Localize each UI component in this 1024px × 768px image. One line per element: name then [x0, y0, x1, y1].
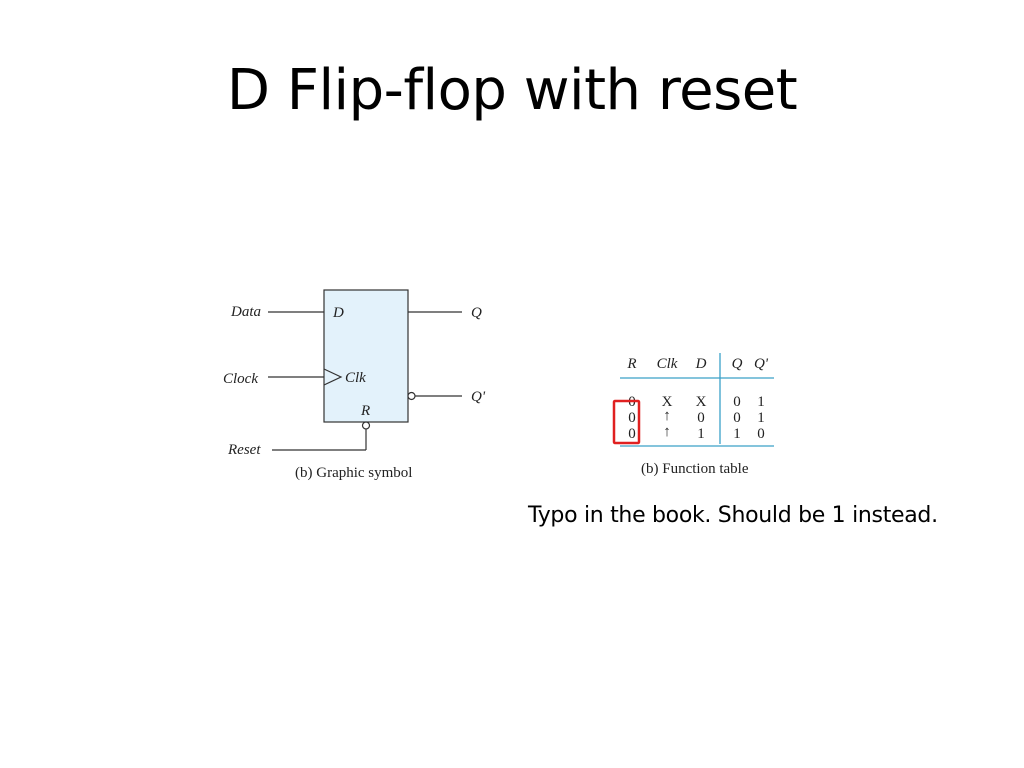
function-table: R Clk D Q Q' 0 X X 0 1 0 ↑ 0 0 1 0 ↑ 1 [612, 353, 774, 477]
table-cell: X [696, 394, 707, 410]
table-cell: 0 [628, 410, 636, 426]
function-table-caption: (b) Function table [641, 461, 749, 477]
table-cell: 0 [697, 410, 705, 426]
graphic-symbol: Data Clock Reset D Clk R Q Q' (b) Graphi… [223, 289, 486, 481]
data-label: Data [230, 304, 261, 320]
table-row: 0 X X 0 1 [628, 394, 765, 410]
header-q-bar: Q' [754, 356, 769, 372]
reset-bubble-icon [361, 421, 371, 430]
typo-note: Typo in the book. Should be 1 instead. [528, 503, 938, 528]
typo-highlight-box [612, 399, 641, 445]
table-cell: 0 [757, 426, 765, 442]
r-pin-label: R [360, 403, 370, 419]
table-cell: 0 [733, 410, 741, 426]
flip-flop-box [323, 289, 409, 423]
table-cell: 0 [628, 426, 636, 442]
clk-pin-label: Clk [345, 370, 366, 386]
table-cell: X [662, 394, 673, 410]
table-cell: 1 [757, 410, 765, 426]
header-q: Q [732, 356, 743, 372]
table-row: 0 ↑ 0 0 1 [628, 408, 765, 426]
table-cell: 1 [733, 426, 741, 442]
graphic-symbol-caption: (b) Graphic symbol [295, 465, 412, 481]
table-cell: 0 [733, 394, 741, 410]
table-row: 0 ↑ 1 1 0 [628, 424, 765, 442]
table-cell: 1 [757, 394, 765, 410]
header-r: R [626, 356, 636, 372]
up-arrow-icon: ↑ [663, 408, 671, 424]
header-d: D [695, 356, 707, 372]
q-bar-output-label: Q' [471, 389, 486, 405]
d-pin-label: D [332, 305, 344, 321]
header-clk: Clk [657, 356, 678, 372]
clock-triangle-icon [323, 368, 343, 386]
table-cell: 1 [697, 426, 705, 442]
slide-title: D Flip-flop with reset [226, 58, 798, 123]
q-output-label: Q [471, 305, 482, 321]
reset-label: Reset [227, 442, 261, 458]
q-bar-bubble-icon [407, 391, 416, 401]
up-arrow-icon: ↑ [663, 424, 671, 440]
clock-label: Clock [223, 371, 258, 387]
